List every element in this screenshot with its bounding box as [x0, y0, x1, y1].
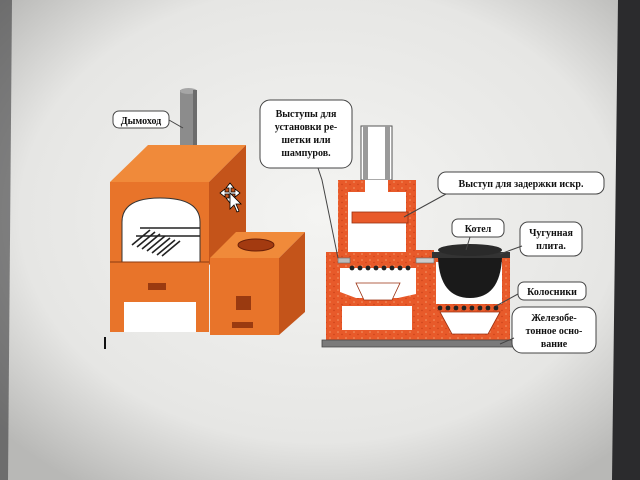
callout-ledges	[259, 99, 353, 169]
chimney-top	[180, 88, 197, 94]
label-chimney: Дымоход	[121, 116, 162, 127]
ash-funnel-left	[355, 282, 401, 301]
fire-door	[236, 296, 251, 310]
callout-chimney	[112, 110, 170, 129]
oven-arch	[121, 197, 201, 263]
callout-grates	[517, 281, 587, 301]
ash-funnel-right	[439, 311, 501, 335]
chimney-pipe	[180, 90, 197, 155]
grill-bars	[131, 227, 200, 257]
callout-cauldron	[451, 218, 505, 238]
hob-ring	[237, 238, 275, 252]
leg-left	[110, 302, 124, 332]
callout-spark	[437, 171, 605, 195]
section-stove	[321, 125, 515, 348]
label-foundation-1: Железобе-	[531, 313, 576, 324]
label-ledges-2: установки ре-	[275, 122, 337, 133]
left-stove	[104, 88, 305, 349]
ash-door	[232, 322, 253, 328]
leg-right	[196, 302, 209, 332]
cauldron	[438, 258, 502, 298]
label-foundation-3: вание	[541, 339, 568, 350]
grate-right	[437, 305, 499, 311]
oven-top	[110, 145, 246, 182]
bezel-left	[0, 0, 12, 480]
spark-ledge	[351, 211, 409, 224]
callouts: Дымоход Выступы для установки ре- шетки …	[112, 99, 605, 354]
move-cursor-icon	[219, 182, 242, 213]
firebox-side	[279, 232, 305, 335]
ash-door-left	[148, 283, 166, 290]
label-cauldron: Котел	[465, 224, 492, 235]
callout-plate	[519, 221, 583, 257]
foundation	[321, 339, 515, 348]
grate-left	[349, 265, 411, 271]
label-ledges-3: шетки или	[282, 135, 331, 146]
label-plate-1: Чугунная	[529, 228, 573, 239]
label-spark: Выступ для задержки искр.	[459, 179, 584, 190]
ledge-bar	[337, 257, 351, 264]
label-grates: Колосники	[527, 287, 577, 298]
label-ledges-4: шампуров.	[281, 148, 331, 159]
bezel-right	[612, 0, 640, 480]
callout-foundation	[511, 306, 597, 354]
label-ledges-1: Выступы для	[276, 109, 337, 120]
label-foundation-2: тонное осно-	[526, 326, 583, 337]
label-plate-2: плита.	[536, 241, 566, 252]
